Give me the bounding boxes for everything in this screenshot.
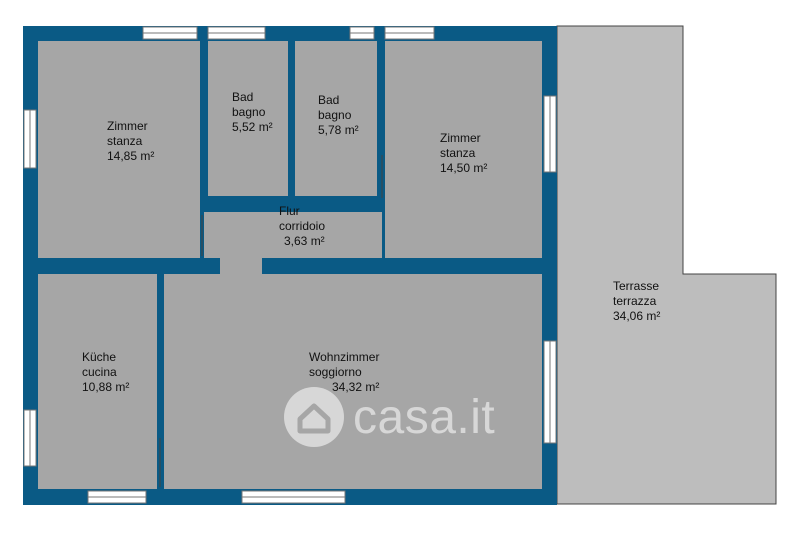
floor-wohnzimmer bbox=[164, 274, 542, 489]
room-name-it: bagno bbox=[318, 108, 352, 122]
floor-bad-2 bbox=[295, 41, 377, 196]
room-name-it: corridoio bbox=[279, 219, 326, 233]
room-name-de: Bad bbox=[232, 90, 254, 104]
room-label-bad-1: Bad bagno 5,52 m² bbox=[232, 90, 273, 135]
window-dividers bbox=[29, 32, 551, 498]
doorway-flur-wohnzimmer bbox=[220, 256, 262, 276]
room-name-de: Zimmer bbox=[107, 119, 148, 133]
room-name-de: Terrasse bbox=[613, 279, 660, 293]
room-name-de: Küche bbox=[82, 350, 117, 364]
floor-zimmer-1 bbox=[38, 41, 200, 258]
room-name-it: terrazza bbox=[613, 294, 657, 308]
room-name-de: Wohnzimmer bbox=[309, 350, 380, 364]
room-name-it: stanza bbox=[107, 134, 143, 148]
room-name-de: Zimmer bbox=[440, 131, 481, 145]
room-area: 34,32 m² bbox=[332, 380, 380, 394]
room-area: 14,85 m² bbox=[107, 149, 155, 163]
room-name-it: soggiorno bbox=[309, 365, 362, 379]
room-name-de: Bad bbox=[318, 93, 340, 107]
house-icon bbox=[284, 387, 344, 447]
room-label-wohnzimmer: Wohnzimmer soggiorno 34,32 m² bbox=[309, 350, 379, 395]
room-label-terrasse: Terrasse terrazza 34,06 m² bbox=[613, 279, 660, 324]
room-label-zimmer-2: Zimmer stanza 14,50 m² bbox=[440, 131, 487, 176]
room-area: 3,63 m² bbox=[284, 234, 325, 248]
room-label-kueche: Küche cucina 10,88 m² bbox=[82, 350, 129, 395]
room-name-it: bagno bbox=[232, 105, 266, 119]
room-area: 10,88 m² bbox=[82, 380, 130, 394]
room-name-de: Flur bbox=[279, 204, 300, 218]
watermark-text: casa.it bbox=[353, 390, 496, 444]
room-area: 14,50 m² bbox=[440, 161, 488, 175]
floor-bad-1 bbox=[208, 41, 288, 196]
room-name-it: cucina bbox=[82, 365, 117, 379]
floor-kueche bbox=[38, 274, 157, 489]
room-area: 34,06 m² bbox=[613, 309, 661, 323]
room-area: 5,52 m² bbox=[232, 120, 273, 134]
floor-zimmer-2 bbox=[385, 41, 542, 258]
room-label-zimmer-1: Zimmer stanza 14,85 m² bbox=[107, 119, 154, 164]
room-label-flur: Flur corridoio 3,63 m² bbox=[279, 204, 325, 249]
terrace-area bbox=[556, 25, 777, 505]
floor-flur bbox=[204, 212, 382, 258]
casa-it-watermark: casa.it bbox=[283, 386, 495, 448]
room-area: 5,78 m² bbox=[318, 123, 359, 137]
room-label-bad-2: Bad bagno 5,78 m² bbox=[318, 93, 359, 138]
room-name-it: stanza bbox=[440, 146, 476, 160]
